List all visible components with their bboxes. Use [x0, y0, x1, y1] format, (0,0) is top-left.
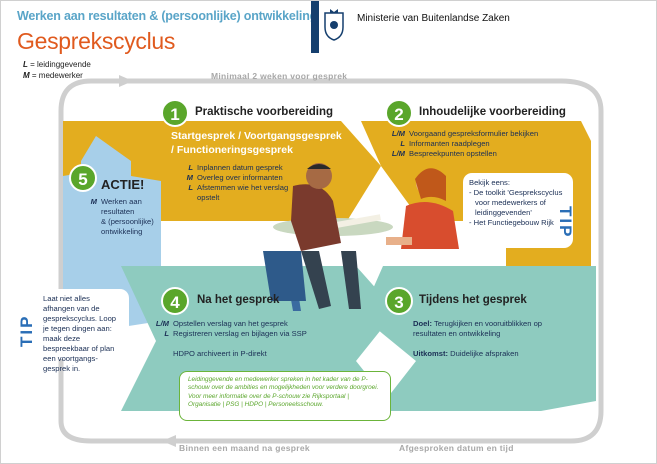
- timeline-bottom-left: Binnen een maand na gesprek: [179, 443, 310, 453]
- step-2-number: 2: [385, 99, 413, 127]
- tip-item: - Het Functiegebouw Rijk: [469, 218, 554, 227]
- step-3-title: Tijdens het gesprek: [419, 294, 527, 306]
- step-4-title: Na het gesprek: [197, 294, 280, 306]
- timeline-bottom-right: Afgesproken datum en tijd: [399, 443, 514, 453]
- step-5-number: 5: [69, 164, 97, 192]
- meeting-illustration: [263, 163, 459, 311]
- tip-label-left: TIP: [17, 314, 36, 347]
- list-item: & (persoonlijke): [101, 217, 154, 226]
- tip-box-left: Laat niet alles afhangen van de gespreks…: [37, 289, 129, 373]
- step-1-title: Praktische voorbereiding: [195, 106, 334, 118]
- step-1-subtitle: Startgesprek / Voortgangsgesprek / Funct…: [171, 130, 342, 156]
- header-subtitle: Werken aan resultaten & (persoonlijke) o…: [17, 9, 318, 23]
- list-item: opstelt: [197, 193, 220, 202]
- list-item: ontwikkeling: [101, 227, 143, 236]
- hdpo-text: HDPO archiveert in P-direkt: [173, 349, 267, 358]
- step-1-number: 1: [161, 99, 189, 127]
- step-3-doel: Doel: Terugkijken en vooruitblikken op r…: [413, 319, 543, 338]
- step-4-number: 4: [161, 287, 189, 315]
- timeline-top: Minimaal 2 weken voor gesprek: [211, 71, 348, 81]
- legend-item-m: M = medewerker: [23, 71, 83, 80]
- tip-intro: Bekijk eens:: [469, 178, 510, 187]
- tip-item: - De toolkit 'Gesprekscyclus voor medewe…: [469, 188, 563, 217]
- page-title: Gesprekscyclus: [17, 28, 176, 54]
- legend: L = leidinggevende M = medewerker: [23, 59, 91, 81]
- step-3-uitkomst: Uitkomst: Duidelijke afspraken: [413, 349, 519, 358]
- pschouw-note: Leidinggevende en medewerker spreken in …: [179, 371, 391, 421]
- logo-bar: [311, 1, 319, 53]
- tip-label-right: TIP: [556, 206, 575, 239]
- step-2-title: Inhoudelijke voorbereiding: [419, 106, 566, 118]
- crest-icon: [324, 9, 344, 41]
- tip-box-right: Bekijk eens: - De toolkit 'Gesprekscyclu…: [463, 173, 573, 248]
- legend-item-l: L = leidinggevende: [23, 60, 91, 69]
- list-item: resultaten: [101, 207, 135, 216]
- step-3-number: 3: [385, 287, 413, 315]
- ministry-name: Ministerie van Buitenlandse Zaken: [357, 13, 510, 24]
- step-5-title: ACTIE!: [101, 177, 145, 192]
